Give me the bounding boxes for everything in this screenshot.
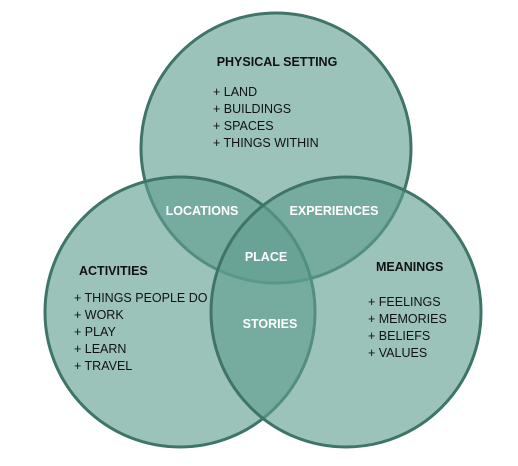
- physical-item: + SPACES: [213, 119, 274, 133]
- meanings-item: + MEMORIES: [368, 312, 447, 326]
- meanings-item: + VALUES: [368, 346, 427, 360]
- place-label: PLACE: [245, 250, 287, 264]
- activities-item: + WORK: [74, 308, 124, 322]
- activities-item: + LEARN: [74, 342, 126, 356]
- experiences-label: EXPERIENCES: [290, 204, 379, 218]
- physical-item: + THINGS WITHIN: [213, 136, 319, 150]
- activities-item: + THINGS PEOPLE DO: [74, 291, 208, 305]
- physical-setting-title: PHYSICAL SETTING: [217, 55, 338, 69]
- meanings-title: MEANINGS: [376, 260, 443, 274]
- locations-label: LOCATIONS: [166, 204, 239, 218]
- meanings-item: + FEELINGS: [368, 295, 441, 309]
- meanings-circle: [209, 175, 483, 449]
- meanings-item: + BELIEFS: [368, 329, 430, 343]
- circles-group: [43, 11, 483, 449]
- activities-title: ACTIVITIES: [79, 264, 148, 278]
- physical-item: + LAND: [213, 85, 257, 99]
- activities-item: + TRAVEL: [74, 359, 132, 373]
- physical-item: + BUILDINGS: [213, 102, 291, 116]
- stories-label: STORIES: [243, 317, 298, 331]
- activities-item: + PLAY: [74, 325, 116, 339]
